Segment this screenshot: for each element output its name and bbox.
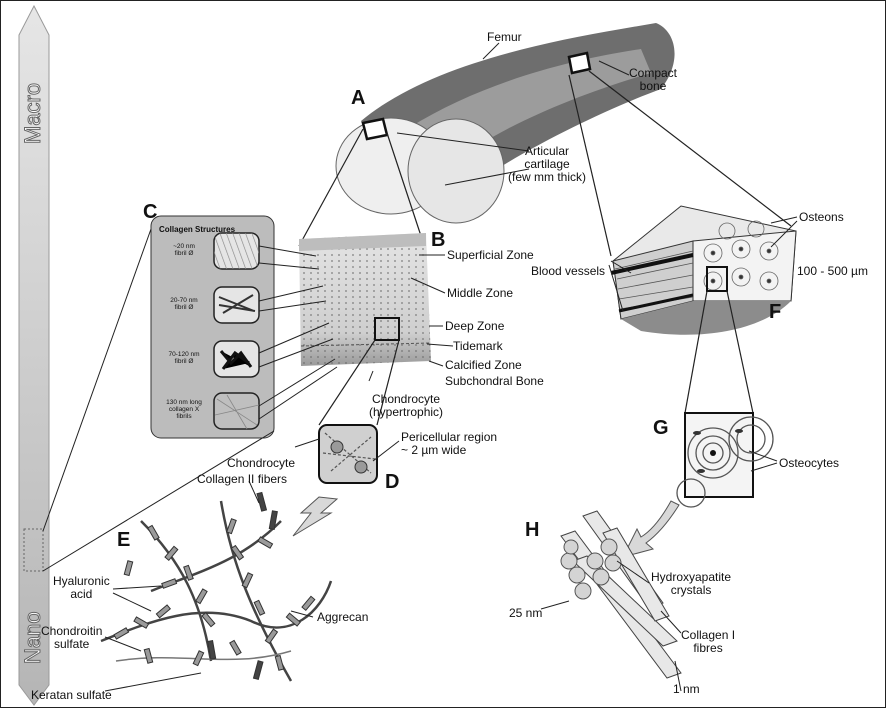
- osteocyte-panel: [677, 413, 773, 507]
- articular-cartilage-label: Articular cartilage (few mm thick): [501, 145, 593, 184]
- collagen-item-1-label: ~20 nm fibril Ø: [157, 243, 211, 257]
- keratan-sulfate-label: Keratan sulfate: [31, 689, 112, 702]
- collagen-item-4-label: 130 nm long collagen X fibrils: [155, 399, 213, 420]
- compact-bone-label: Compact bone: [629, 67, 677, 93]
- panel-letter-e: E: [117, 529, 130, 552]
- collagen-structures-title: Collagen Structures: [159, 223, 235, 236]
- osteons-label: Osteons: [799, 211, 844, 224]
- hydroxyapatite-crystals-label: Hydroxyapatite crystals: [651, 571, 731, 597]
- panel-letter-a: A: [351, 87, 365, 110]
- panel-letter-h: H: [525, 519, 539, 542]
- aggrecan-label: Aggrecan: [317, 611, 368, 624]
- panel-letter-f: F: [769, 301, 781, 324]
- arrow-d-to-e: [293, 497, 337, 536]
- osteon-size-label: 100 - 500 µm: [797, 265, 868, 278]
- collagen-item-2-label: 20-70 nm fibril Ø: [157, 297, 211, 311]
- chondrocyte-hypertrophic-label: Chondrocyte (hypertrophic): [369, 393, 443, 419]
- crystal-25nm-label: 25 nm: [509, 607, 542, 620]
- blood-vessels-label: Blood vessels: [531, 265, 605, 278]
- collagen-ii-fibers-label: Collagen II fibers: [197, 473, 287, 486]
- middle-zone-label: Middle Zone: [447, 287, 513, 300]
- panel-letter-b: B: [431, 229, 445, 252]
- pericellular-region-label: Pericellular region ~ 2 µm wide: [401, 431, 497, 457]
- aggrecan-network: [101, 492, 331, 681]
- femur-label: Femur: [487, 31, 522, 44]
- panel-letter-c: C: [143, 201, 157, 224]
- hyaluronic-acid-label: Hyaluronic acid: [53, 575, 110, 601]
- collagen-item-3-label: 70-120 nm fibril Ø: [157, 351, 211, 365]
- cartilage-zones-block: [299, 233, 431, 366]
- femur-illustration: [336, 23, 675, 223]
- tidemark-label: Tidemark: [453, 340, 503, 353]
- collagen-i-fibres-label: Collagen I fibres: [681, 629, 735, 655]
- calcified-zone-label: Calcified Zone: [445, 359, 522, 372]
- osteocytes-label: Osteocytes: [779, 457, 839, 470]
- subchondral-bone-label: Subchondral Bone: [445, 375, 544, 388]
- panel-letter-g: G: [653, 417, 669, 440]
- macro-label: Macro: [20, 84, 46, 144]
- panel-letter-d: D: [385, 471, 399, 494]
- chondroitin-sulfate-label: Chondroitin sulfate: [41, 625, 102, 651]
- arrow-g-to-h: [623, 501, 679, 557]
- superficial-zone-label: Superficial Zone: [447, 249, 534, 262]
- chondrocyte-label: Chondrocyte: [227, 457, 295, 470]
- mineralized-collagen-fibres: [541, 511, 681, 691]
- deep-zone-label: Deep Zone: [445, 320, 504, 333]
- fibre-1nm-label: 1 nm: [673, 683, 700, 696]
